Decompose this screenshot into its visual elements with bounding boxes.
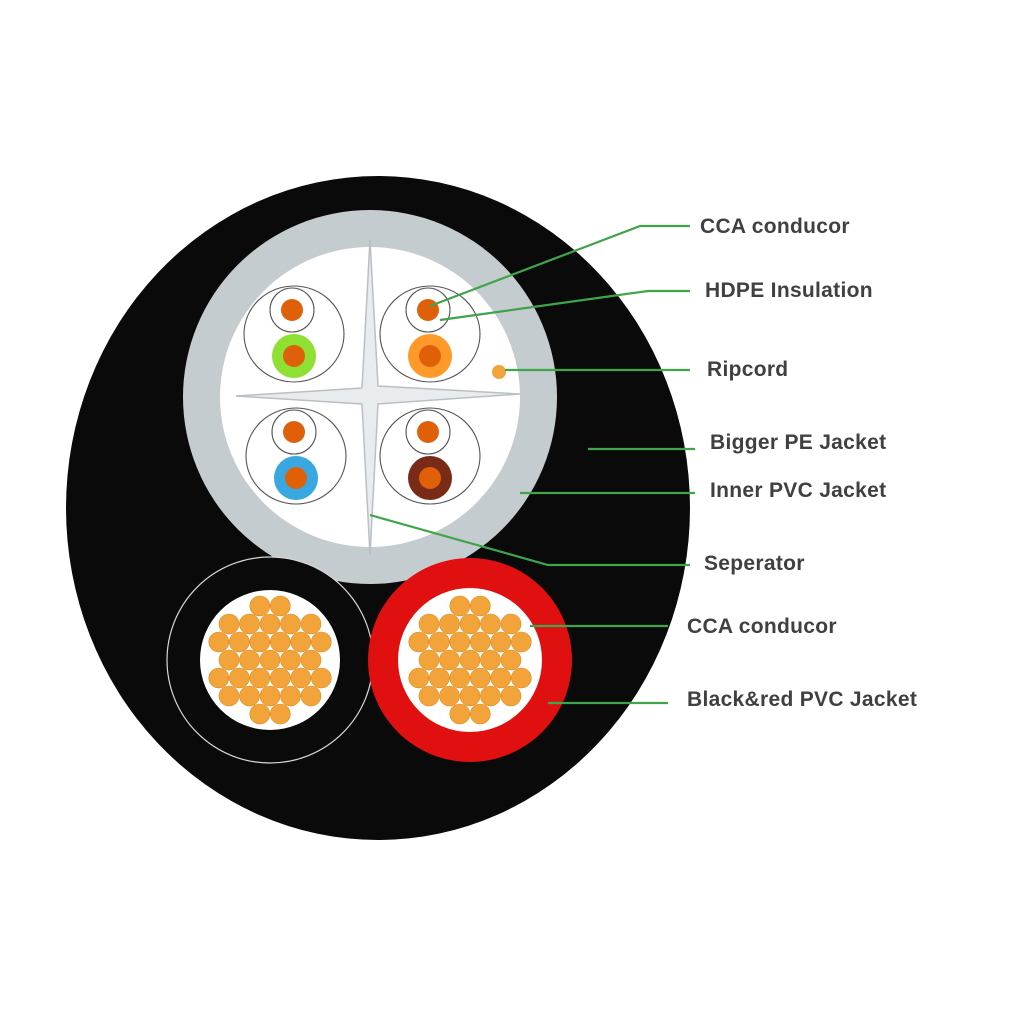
cca-strand-bundle-left xyxy=(208,595,332,725)
cca-strand xyxy=(428,631,450,653)
twisted-pair-green xyxy=(243,285,345,383)
cca-strand xyxy=(310,631,332,653)
cca-strand xyxy=(239,649,260,671)
cca-strand xyxy=(510,631,532,653)
cca-strand-bundle-right xyxy=(408,595,532,725)
label-inner-pvc-jacket: Inner PVC Jacket xyxy=(710,479,887,502)
cca-strand xyxy=(449,595,471,617)
cca-strand xyxy=(500,685,522,707)
cca-strand xyxy=(480,613,501,635)
twisted-pair-orange xyxy=(379,285,481,383)
leader-line-separator xyxy=(369,513,690,567)
cca-strand xyxy=(418,685,440,707)
cca-strand xyxy=(290,631,312,653)
separator-cross xyxy=(235,239,521,556)
cca-strand xyxy=(408,667,430,689)
cca-strand xyxy=(459,685,481,707)
pair-wrap-outline xyxy=(243,285,345,383)
cca-strand xyxy=(229,631,250,653)
cca-strand xyxy=(310,667,332,689)
cca-strand xyxy=(259,613,281,635)
twisted-pair-brown xyxy=(379,407,481,505)
label-black-red-pvc-jacket: Black&red PVC Jacket xyxy=(687,688,918,711)
ripcord-dot xyxy=(492,365,506,379)
cca-strand xyxy=(269,631,291,653)
wire-conductor xyxy=(419,467,441,489)
cca-strand xyxy=(439,685,460,707)
cca-strand xyxy=(418,649,440,671)
cca-strand xyxy=(249,667,271,689)
cca-strand xyxy=(428,667,450,689)
cca-strand xyxy=(449,667,471,689)
cca-strand xyxy=(269,595,291,617)
cca-strand xyxy=(510,667,532,689)
cca-strand xyxy=(280,613,301,635)
wire-conductor xyxy=(281,299,303,321)
cca-strand xyxy=(208,667,230,689)
cca-strand xyxy=(300,649,322,671)
cca-strand xyxy=(259,685,281,707)
cca-strand xyxy=(249,703,271,725)
label-cca-conductor-top: CCA conducor xyxy=(700,215,850,238)
cca-strand xyxy=(480,685,501,707)
cca-strand xyxy=(439,649,460,671)
pair-wrap-outline xyxy=(245,407,347,505)
cca-strand xyxy=(280,649,301,671)
twisted-pair-blue xyxy=(245,407,347,505)
cca-strand xyxy=(218,613,240,635)
cca-strand xyxy=(480,649,501,671)
cca-strand xyxy=(239,613,260,635)
cca-strand xyxy=(300,613,322,635)
cca-strand xyxy=(239,685,260,707)
cca-strand xyxy=(449,631,471,653)
label-hdpe-insulation: HDPE Insulation xyxy=(705,279,873,302)
label-separator: Seperator xyxy=(704,552,805,575)
cca-strand xyxy=(269,703,291,725)
cca-strand xyxy=(300,685,322,707)
label-cca-conductor-bottom: CCA conducor xyxy=(687,615,837,638)
cca-strand xyxy=(469,667,491,689)
cca-strand xyxy=(280,685,301,707)
leader-line-cca-conductor-top xyxy=(429,224,690,308)
cca-strand xyxy=(500,613,522,635)
cca-strand xyxy=(218,649,240,671)
cca-strand xyxy=(229,667,250,689)
cca-strand xyxy=(259,649,281,671)
cca-strand xyxy=(418,613,440,635)
label-ripcord: Ripcord xyxy=(707,358,789,381)
cca-strand xyxy=(249,595,271,617)
cca-strand xyxy=(208,631,230,653)
cca-strand xyxy=(459,613,481,635)
cca-strand xyxy=(439,613,460,635)
cca-strand xyxy=(459,649,481,671)
wire-conductor xyxy=(419,345,441,367)
wire-conductor xyxy=(417,299,439,321)
cca-strand xyxy=(500,649,522,671)
pair-wrap-outline xyxy=(379,407,481,505)
cca-strand xyxy=(218,685,240,707)
cca-strand xyxy=(290,667,312,689)
wire-conductor xyxy=(283,421,305,443)
cca-strand xyxy=(490,667,512,689)
wire-conductor xyxy=(417,421,439,443)
label-bigger-pe-jacket: Bigger PE Jacket xyxy=(710,431,887,454)
cca-strand xyxy=(449,703,471,725)
cca-strand xyxy=(469,595,491,617)
cca-strand xyxy=(408,631,430,653)
cca-strand xyxy=(469,703,491,725)
cca-strand xyxy=(269,667,291,689)
cca-strand xyxy=(469,631,491,653)
wire-conductor xyxy=(283,345,305,367)
leader-line-hdpe-insulation xyxy=(439,289,690,322)
wire-conductor xyxy=(285,467,307,489)
cca-strand xyxy=(490,631,512,653)
pair-wrap-outline xyxy=(379,285,481,383)
cca-strand xyxy=(249,631,271,653)
